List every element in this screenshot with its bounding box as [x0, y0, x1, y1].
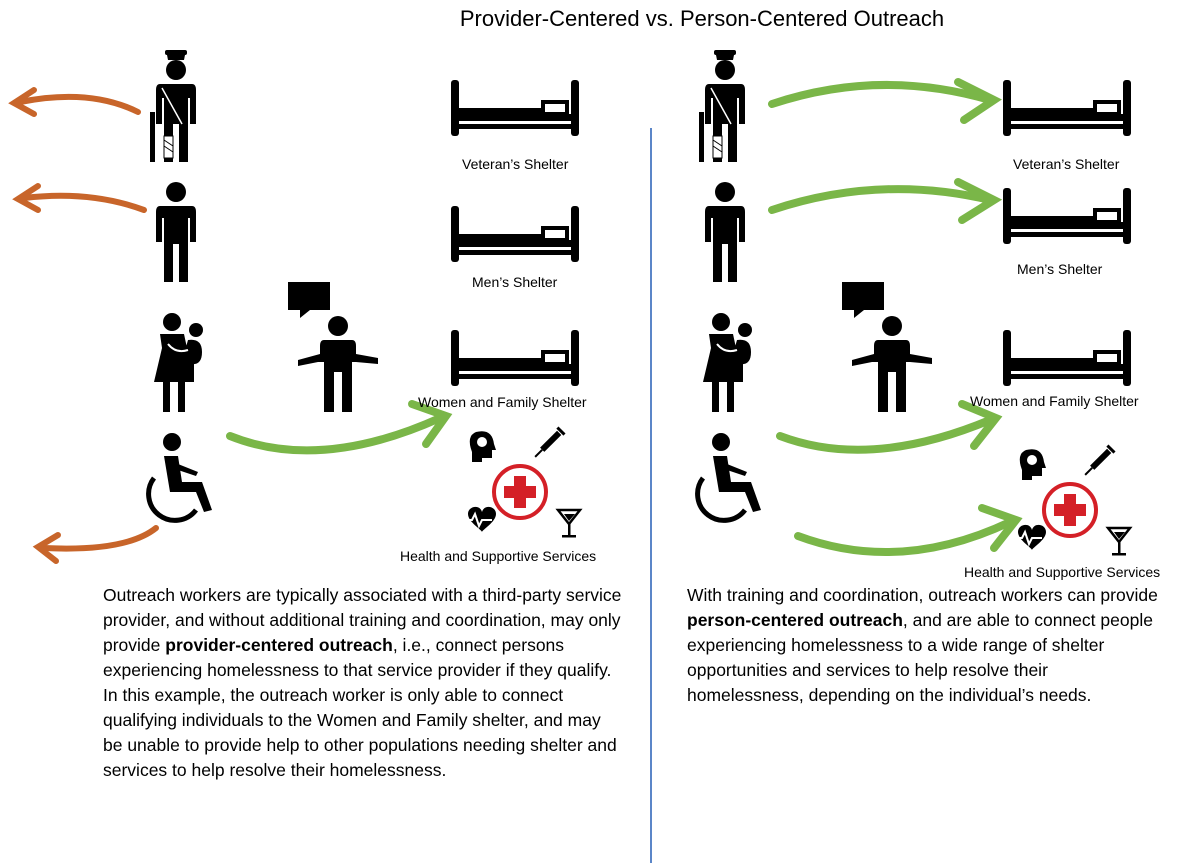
- green-arrow: [794, 504, 1023, 556]
- green-arrow: [768, 78, 1002, 124]
- caption-mens-shelter: Men’s Shelter: [1017, 261, 1103, 277]
- woman-with-child-icon: [153, 312, 204, 413]
- green-arrow: [226, 400, 453, 455]
- green-arrow: [768, 178, 1003, 224]
- bed-icon: [449, 204, 581, 264]
- right-text-part-2: , and are able to connect people experie…: [687, 610, 1153, 705]
- orange-arrow: [12, 183, 147, 213]
- left-panel: [8, 49, 582, 564]
- orange-arrow: [32, 525, 159, 564]
- page-title: Provider-Centered vs. Person-Centered Ou…: [459, 6, 945, 31]
- panel-divider: [650, 128, 652, 863]
- caption-health-services: Health and Supportive Services: [400, 548, 597, 564]
- left-description: Outreach workers are typically associate…: [103, 583, 623, 783]
- bed-icon: [449, 78, 581, 138]
- outreach-worker-icon: [288, 282, 378, 412]
- left-text-part-2: , i.e., connect persons experiencing hom…: [103, 635, 617, 780]
- health-services-icon: [462, 424, 582, 540]
- right-text-part-1: With training and coordination, outreach…: [687, 585, 1158, 605]
- caption-veterans-shelter: Veteran’s Shelter: [1013, 156, 1120, 172]
- health-services-icon: [1012, 442, 1132, 558]
- caption-mens-shelter: Men’s Shelter: [472, 274, 558, 290]
- bed-icon: [449, 328, 581, 388]
- orange-arrow: [8, 87, 141, 117]
- caption-health-services: Health and Supportive Services: [964, 564, 1161, 580]
- bed-icon: [1001, 328, 1133, 388]
- man-icon: [156, 182, 196, 282]
- veteran-icon: [149, 49, 197, 163]
- left-text-part-1: Outreach workers are typically associate…: [103, 585, 622, 655]
- caption-veterans-shelter: Veteran’s Shelter: [462, 156, 569, 172]
- veteran-icon: [698, 49, 746, 163]
- woman-with-child-icon: [702, 312, 753, 413]
- man-icon: [705, 182, 745, 282]
- caption-women-family-shelter: Women and Family Shelter: [418, 394, 587, 410]
- green-arrow: [776, 400, 1003, 454]
- right-description: With training and coordination, outreach…: [687, 583, 1167, 708]
- caption-women-family-shelter: Women and Family Shelter: [970, 393, 1139, 409]
- right-text-bold: person-centered outreach: [687, 610, 903, 630]
- outreach-worker-icon: [842, 282, 932, 412]
- left-text-bold: provider-centered outreach: [165, 635, 393, 655]
- wheelchair-user-icon: [149, 433, 212, 520]
- bed-icon: [1001, 186, 1133, 246]
- wheelchair-user-icon: [698, 433, 761, 520]
- right-panel: [698, 49, 1133, 558]
- bed-icon: [1001, 78, 1133, 138]
